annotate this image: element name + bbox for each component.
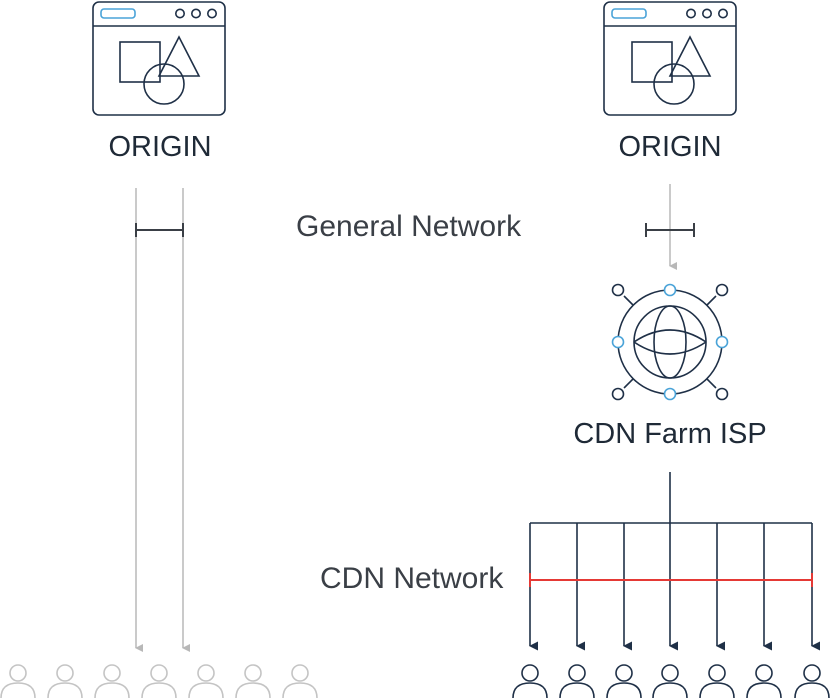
origin-left-label: ORIGIN [108, 131, 212, 163]
user-icon [0, 664, 36, 698]
cdn-network-label: CDN Network [320, 562, 504, 595]
general-network-lines [135, 188, 190, 652]
origin-right-icon [603, 1, 737, 116]
user-icon [141, 664, 177, 698]
users-right [512, 664, 830, 698]
users-left [0, 664, 318, 698]
user-icon [47, 664, 83, 698]
cdn-farm-label: CDN Farm ISP [573, 418, 767, 450]
user-icon [282, 664, 318, 698]
origin-right-label: ORIGIN [618, 131, 722, 163]
user-icon [746, 664, 782, 698]
user-icon [652, 664, 688, 698]
user-icon [94, 664, 130, 698]
user-icon [512, 664, 548, 698]
user-icon [188, 664, 224, 698]
cdn-globe-icon [611, 283, 729, 401]
general-network-label: General Network [296, 210, 522, 243]
origin-left-icon [92, 1, 226, 116]
user-icon [559, 664, 595, 698]
cdn-network-bracket [529, 573, 813, 587]
cdn-distribution-tree [529, 472, 820, 651]
user-icon [699, 664, 735, 698]
user-icon [794, 664, 830, 698]
origin-to-cdn-link [645, 184, 695, 270]
user-icon [606, 664, 642, 698]
user-icon [235, 664, 271, 698]
